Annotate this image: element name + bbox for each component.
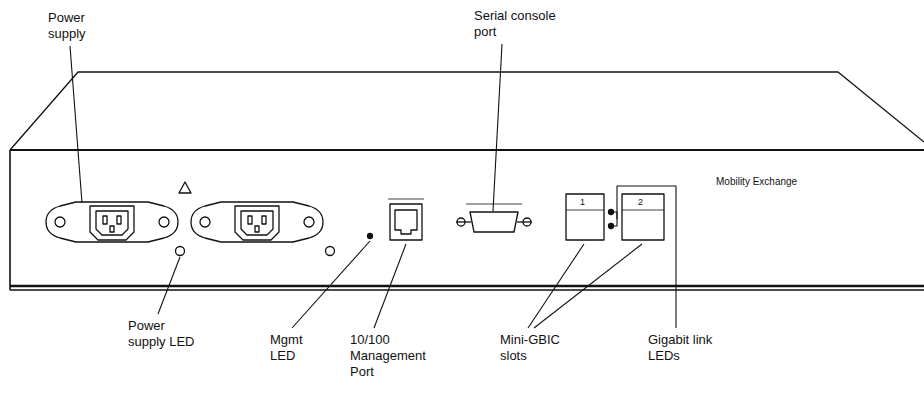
port-number: 2 xyxy=(638,197,650,208)
callout-label: Gigabit link LEDs xyxy=(648,332,730,364)
panel-top-edge xyxy=(10,149,924,151)
panel-bottom-lip xyxy=(10,285,924,287)
housing-top xyxy=(10,72,924,150)
power-inlet xyxy=(191,202,323,242)
product-name: Mobility Exchange xyxy=(716,176,856,188)
rj45-port xyxy=(388,199,424,240)
callout-label: 10/100 Management Port xyxy=(350,332,446,380)
mini-gbic-slot xyxy=(622,194,664,240)
mgmt-led xyxy=(368,234,373,239)
callout-label: Power supply LED xyxy=(128,318,204,350)
serial-port xyxy=(456,204,532,232)
warning-symbol xyxy=(179,182,191,193)
power-supply-led xyxy=(326,247,335,256)
link-led xyxy=(609,224,614,229)
callout-label: Serial console port xyxy=(474,8,558,40)
power-inlet xyxy=(46,202,178,242)
leader-lines xyxy=(70,44,676,328)
mini-gbic-slot xyxy=(566,194,604,240)
link-led xyxy=(609,210,614,215)
panel-left-edge xyxy=(9,150,11,290)
callout-label: Mgmt LED xyxy=(270,332,316,364)
panel-bottom-edge xyxy=(10,289,924,290)
callout-label: Power supply xyxy=(48,10,100,42)
port-number: 1 xyxy=(580,197,592,208)
callout-label: Mini-GBIC slots xyxy=(500,332,572,364)
power-supply-led xyxy=(176,247,185,256)
